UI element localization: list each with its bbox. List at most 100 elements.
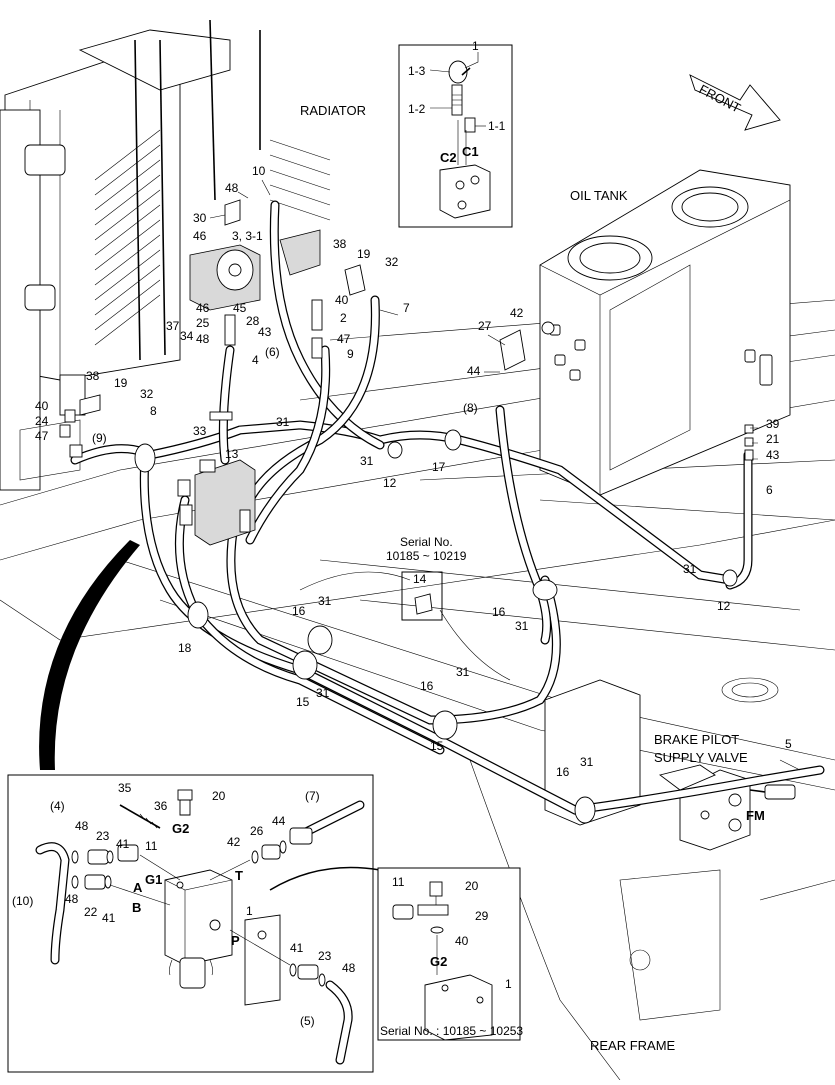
serial-part-box — [299, 571, 511, 681]
brake-pilot-label-1: BRAKE PILOT — [654, 732, 739, 747]
part-callout: P — [231, 933, 240, 948]
part-callout: 15 — [296, 695, 310, 709]
detail-pointer-curve — [39, 540, 140, 770]
part-callout: 31 — [580, 755, 594, 769]
part-callout: 40 — [455, 934, 469, 948]
part-callout: A — [133, 880, 143, 895]
front-label: FRONT — [697, 81, 744, 115]
part-callout: 30 — [193, 211, 207, 225]
part-callout: 20 — [465, 879, 479, 893]
part-callout: 48 — [342, 961, 356, 975]
part-callout: (4) — [50, 799, 65, 813]
part-callout: 31 — [515, 619, 529, 633]
part-callout: 48 — [65, 892, 79, 906]
part-callout: 33 — [193, 424, 207, 438]
serial-bottom-label: Serial No. : 10185 ~ 10253 — [380, 1024, 523, 1038]
radiator — [0, 19, 331, 491]
part-callout: G1 — [145, 872, 162, 887]
part-callout: 24 — [35, 414, 49, 428]
part-callout: 47 — [337, 332, 351, 346]
part-callout: 12 — [383, 476, 397, 490]
part-callout: 31 — [683, 562, 697, 576]
part-callout: 19 — [114, 376, 128, 390]
part-callout: 8 — [150, 404, 157, 418]
part-callout: 40 — [35, 399, 49, 413]
part-callout: 9 — [347, 347, 354, 361]
part-callout: 40 — [335, 293, 349, 307]
part-callout: 36 — [154, 799, 168, 813]
main-callouts: 48 10 30 46 3, 3-1 38 19 32 40 7 46 45 2… — [35, 164, 792, 779]
oil-tank-label: OIL TANK — [570, 188, 628, 203]
part-callout: (8) — [463, 401, 478, 415]
part-callout: 6 — [766, 483, 773, 497]
inset-right-box — [377, 867, 521, 1041]
part-callout: 29 — [475, 909, 489, 923]
callout: C2 — [440, 150, 457, 165]
part-callout: 19 — [357, 247, 371, 261]
part-callout: 31 — [318, 594, 332, 608]
part-callout: 48 — [225, 181, 239, 195]
part-callout: 21 — [766, 432, 780, 446]
inset-right-callouts: 11 20 29 40 G2 1 — [392, 875, 512, 991]
part-callout: 25 — [196, 316, 210, 330]
part-callout: 47 — [35, 429, 49, 443]
part-callout: 44 — [272, 814, 286, 828]
part-callout: 11 — [145, 839, 158, 853]
inset-left-box — [7, 774, 381, 1073]
part-callout: 39 — [766, 417, 780, 431]
part-callout: 20 — [212, 789, 226, 803]
part-callout: 22 — [84, 905, 98, 919]
part-callout: (6) — [265, 345, 280, 359]
part-callout: 44 — [467, 364, 481, 378]
inset-top-callouts: 1 1-3 1-2 1-1 C2 C1 — [408, 39, 506, 165]
part-callout: 41 — [290, 941, 304, 955]
callout: 1 — [472, 39, 479, 53]
part-callout: 32 — [385, 255, 399, 269]
fm-port-label: FM — [746, 808, 765, 823]
part-callout: (5) — [300, 1014, 315, 1028]
callout: 1-1 — [488, 119, 506, 133]
part-callout: B — [132, 900, 141, 915]
part-callout: 14 — [413, 572, 427, 586]
part-callout: 32 — [140, 387, 154, 401]
area-labels: RADIATOR OIL TANK FRONT BRAKE PILOT SUPP… — [300, 81, 765, 1053]
leader-lines — [209, 52, 801, 771]
part-callout: 23 — [96, 829, 110, 843]
hose-clamps — [134, 429, 738, 824]
part-callout: 46 — [193, 229, 207, 243]
part-callout: 31 — [360, 454, 374, 468]
part-callout: 1 — [246, 904, 253, 918]
inset-top-box — [398, 44, 513, 228]
part-callout: 16 — [556, 765, 570, 779]
part-callout: 26 — [250, 824, 264, 838]
part-callout: 11 — [392, 875, 405, 889]
part-callout: 41 — [102, 911, 116, 925]
part-callout: 42 — [510, 306, 524, 320]
part-callout: 18 — [178, 641, 192, 655]
part-callout: 42 — [227, 835, 241, 849]
part-callout: 31 — [316, 686, 330, 700]
radiator-label: RADIATOR — [300, 103, 366, 118]
part-callout: 10 — [252, 164, 266, 178]
part-callout: 16 — [420, 679, 434, 693]
front-direction-arrow — [689, 74, 781, 131]
part-callout: 5 — [785, 737, 792, 751]
part-callout: 12 — [717, 599, 731, 613]
part-callout: 16 — [292, 604, 306, 618]
part-callout: T — [235, 868, 243, 883]
inset-left-callouts: 35 36 20 G2 (4) 48 23 41 11 42 26 44 (7)… — [12, 781, 356, 1028]
oil-tank — [539, 169, 791, 496]
part-callout: 37 — [166, 319, 180, 333]
part-callout: G2 — [430, 954, 447, 969]
serial-top-label: Serial No. — [400, 535, 453, 549]
part-callout: 48 — [75, 819, 89, 833]
part-callout: 35 — [118, 781, 132, 795]
part-callout: 13 — [225, 447, 239, 461]
serial-top-range: 10185 ~ 10219 — [386, 549, 467, 563]
callout: C1 — [462, 144, 479, 159]
part-callout: (7) — [305, 789, 320, 803]
part-callout: 28 — [246, 314, 260, 328]
part-callout: 38 — [86, 369, 100, 383]
part-callout: 43 — [766, 448, 780, 462]
